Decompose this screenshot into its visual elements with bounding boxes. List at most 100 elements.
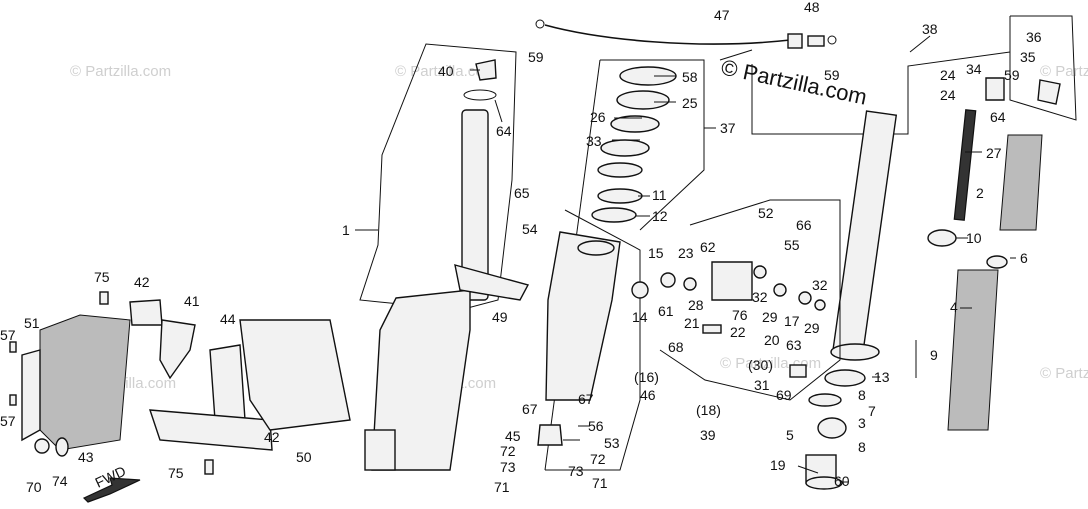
callout-label: 67 bbox=[522, 401, 538, 417]
callout-label: 20 bbox=[764, 332, 780, 348]
callout-label: 59 bbox=[1004, 67, 1020, 83]
callout-label: 17 bbox=[784, 313, 800, 329]
callout-label: 39 bbox=[700, 427, 716, 443]
callout-label: 35 bbox=[1020, 49, 1036, 65]
callout-label: 69 bbox=[776, 387, 792, 403]
callout-label: 5 bbox=[786, 427, 794, 443]
callout-label: 7 bbox=[868, 403, 876, 419]
callout-label: 51 bbox=[24, 315, 40, 331]
callout-label: 8 bbox=[858, 439, 866, 455]
callout-label: 12 bbox=[652, 208, 668, 224]
callout-label: 59 bbox=[824, 67, 840, 83]
callout-label: 42 bbox=[264, 429, 280, 445]
watermark-text: © Partzilla.com bbox=[395, 63, 496, 80]
brand-watermark: © Partzilla.com bbox=[719, 54, 869, 109]
callout-label: 29 bbox=[762, 309, 778, 325]
callout-label: 32 bbox=[812, 277, 828, 293]
callout-label: (16) bbox=[634, 369, 659, 385]
callout-label: 24 bbox=[940, 87, 956, 103]
callout-label: 56 bbox=[588, 418, 604, 434]
callout-label: 64 bbox=[496, 123, 512, 139]
steering-stem-assembly bbox=[537, 49, 753, 471]
callout-label: 66 bbox=[796, 217, 812, 233]
callout-label: 3 bbox=[858, 415, 866, 431]
callout-label: 41 bbox=[184, 293, 200, 309]
callout-label: 52 bbox=[758, 205, 774, 221]
callout-label: 63 bbox=[786, 337, 802, 353]
callout-label: 38 bbox=[922, 21, 938, 37]
callout-label: 48 bbox=[804, 0, 820, 15]
leader-lines bbox=[355, 35, 1016, 483]
callout-label: 24 bbox=[940, 67, 956, 83]
callout-label: 72 bbox=[590, 451, 606, 467]
fork-left-assembly bbox=[359, 43, 530, 471]
caliper-assembly bbox=[631, 199, 841, 401]
callout-label: 22 bbox=[730, 324, 746, 340]
callout-label: 75 bbox=[168, 465, 184, 481]
callout-label: 23 bbox=[678, 245, 694, 261]
callout-label: 73 bbox=[500, 459, 516, 475]
callout-label: 33 bbox=[586, 133, 602, 149]
callout-label: 4 bbox=[950, 299, 958, 315]
callout-label: 61 bbox=[658, 303, 674, 319]
callout-label: (18) bbox=[696, 402, 721, 418]
callout-label: 46 bbox=[640, 387, 656, 403]
callout-label: (30) bbox=[748, 357, 773, 373]
callout-label: 76 bbox=[732, 307, 748, 323]
fork-right-assembly bbox=[751, 15, 1077, 490]
callout-label: 70 bbox=[26, 479, 42, 495]
callout-label: 13 bbox=[874, 369, 890, 385]
callout-label: 71 bbox=[494, 479, 510, 495]
callout-label: 54 bbox=[522, 221, 538, 237]
callout-label: 40 bbox=[438, 63, 454, 79]
callout-label: 36 bbox=[1026, 29, 1042, 45]
callout-label: 27 bbox=[986, 145, 1002, 161]
callout-label: 65 bbox=[514, 185, 530, 201]
side-cover-assembly: FWD bbox=[9, 291, 351, 503]
callout-label: 74 bbox=[52, 473, 68, 489]
callout-label: 47 bbox=[714, 7, 730, 23]
callout-label: 15 bbox=[648, 245, 664, 261]
callout-label: 68 bbox=[668, 339, 684, 355]
callout-label: 75 bbox=[94, 269, 110, 285]
callout-label: 50 bbox=[296, 449, 312, 465]
callout-label: 60 bbox=[834, 473, 850, 489]
callout-label: 55 bbox=[784, 237, 800, 253]
callout-label: 57 bbox=[0, 327, 16, 343]
callout-label: 28 bbox=[688, 297, 704, 313]
callout-label: 37 bbox=[720, 120, 736, 136]
callout-label: 1 bbox=[342, 222, 350, 238]
callout-label: 31 bbox=[754, 377, 770, 393]
callout-label: 29 bbox=[804, 320, 820, 336]
brake-hose bbox=[535, 19, 837, 49]
watermark-text: © Partzilla.com bbox=[1040, 63, 1088, 80]
callout-label: 32 bbox=[752, 289, 768, 305]
callout-label: 67 bbox=[578, 391, 594, 407]
callout-label: 73 bbox=[568, 463, 584, 479]
callout-label: 43 bbox=[78, 449, 94, 465]
callout-label: 72 bbox=[500, 443, 516, 459]
callout-label: 71 bbox=[592, 475, 608, 491]
callout-labels: 1 2 3 4 5 6 7 8 8 9 10 11 12 13 14 15 (1… bbox=[0, 0, 1042, 495]
callout-label: 14 bbox=[632, 309, 648, 325]
watermark-text: © Partzilla.com bbox=[1040, 365, 1088, 382]
callout-label: 19 bbox=[770, 457, 786, 473]
callout-label: 26 bbox=[590, 109, 606, 125]
callout-label: 42 bbox=[134, 274, 150, 290]
callout-label: 11 bbox=[652, 187, 667, 203]
callout-label: 53 bbox=[604, 435, 620, 451]
watermark-text: © Partzilla.com bbox=[70, 63, 171, 80]
callout-label: 57 bbox=[0, 413, 16, 429]
callout-label: 10 bbox=[966, 230, 982, 246]
callout-label: 58 bbox=[682, 69, 698, 85]
callout-label: 64 bbox=[990, 109, 1006, 125]
callout-label: 34 bbox=[966, 61, 982, 77]
callout-label: 44 bbox=[220, 311, 236, 327]
callout-label: 21 bbox=[684, 315, 700, 331]
callout-label: 25 bbox=[682, 95, 698, 111]
callout-label: 6 bbox=[1020, 250, 1028, 266]
callout-label: 62 bbox=[700, 239, 716, 255]
callout-label: 2 bbox=[976, 185, 984, 201]
callout-label: 45 bbox=[505, 428, 521, 444]
